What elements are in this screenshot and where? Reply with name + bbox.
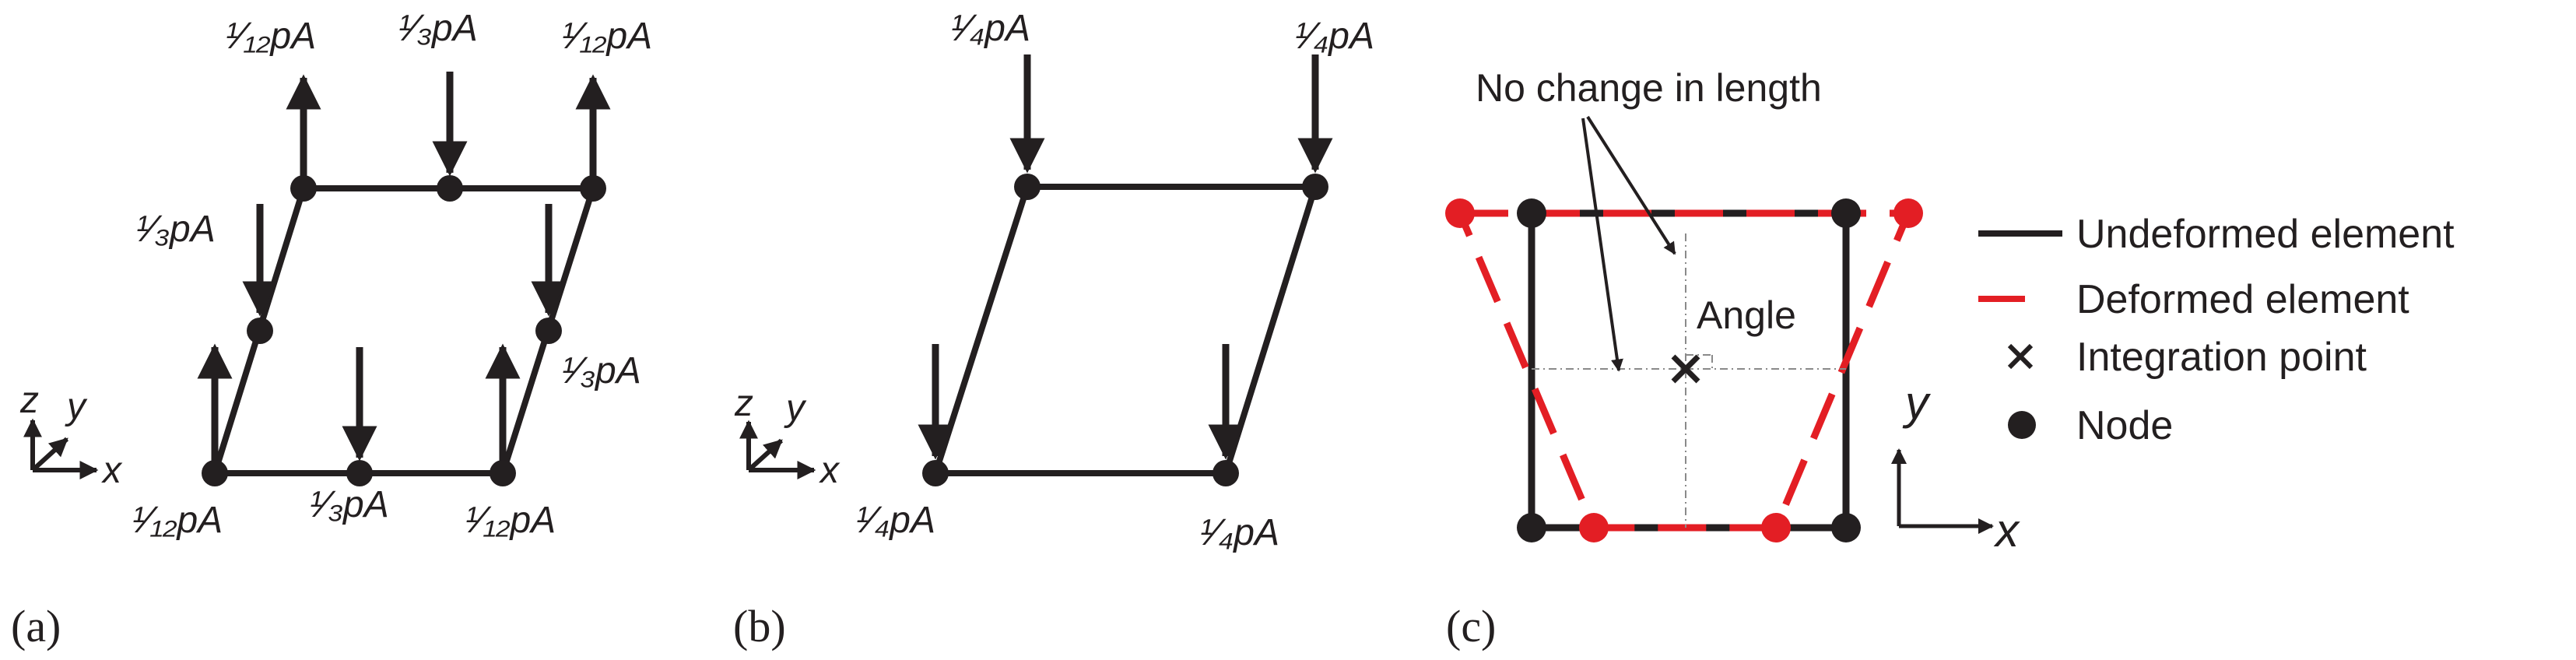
node — [1517, 198, 1546, 228]
panel-b: ¹⁄₄pA ¹⁄₄pA ¹⁄₄pA ¹⁄₄pA z y x (b) — [733, 8, 1374, 651]
legend-label-undeformed: Undeformed element — [2076, 212, 2455, 257]
nodes-c — [1445, 198, 1923, 542]
node — [1831, 513, 1861, 542]
legend-label-node: Node — [2076, 403, 2173, 448]
axis-label-z: z — [19, 380, 39, 421]
deformed-node — [1579, 513, 1609, 542]
deformed-node — [1893, 198, 1923, 228]
integration-point — [1671, 354, 1700, 384]
load-label-top-left: ¹⁄₄pA — [951, 8, 1030, 49]
load-label-top-mid: ¹⁄₃pA — [398, 8, 478, 49]
node — [922, 460, 949, 486]
load-label-bottom-mid: ¹⁄₃pA — [310, 484, 389, 525]
legend-label-deformed: Deformed element — [2076, 277, 2409, 322]
axis-label-y: y — [784, 388, 807, 429]
panel-label-c: (c) — [1446, 601, 1496, 651]
loads-a — [197, 72, 611, 465]
load-label-bottom-left: ¹⁄₁₂pA — [132, 500, 223, 541]
node — [535, 318, 562, 344]
deformed-node — [1761, 513, 1791, 542]
load-label-bottom-right: ¹⁄₁₂pA — [465, 500, 556, 541]
annotation-arrows — [1581, 115, 1676, 372]
annotation-arrow-to-top-edge — [1586, 115, 1676, 255]
node — [346, 460, 373, 486]
node — [1014, 174, 1041, 200]
axis-triad-a — [23, 418, 99, 479]
panel-a: ¹⁄₁₂pA ¹⁄₃pA ¹⁄₁₂pA ¹⁄₃pA ¹⁄₃pA ¹⁄₁₂pA ¹… — [11, 8, 652, 651]
node — [290, 175, 317, 202]
nodes-b — [922, 174, 1328, 486]
node — [1302, 174, 1328, 200]
annotation-no-change-length: No change in length — [1476, 66, 1822, 110]
axis-y-arrow — [746, 438, 784, 472]
annotation-arrow-to-center-line — [1581, 118, 1623, 372]
deformed-node — [1445, 198, 1475, 228]
legend-swatch-node — [2008, 411, 2036, 439]
axis-label-x: x — [819, 450, 841, 491]
load-label-bottom-left: ¹⁄₄pA — [856, 500, 935, 541]
integration-point-stroke-2 — [1671, 354, 1700, 384]
axis-label-y: y — [1902, 377, 1932, 429]
axis-label-x: x — [101, 450, 123, 491]
node — [1831, 198, 1861, 228]
load-label-top-left: ¹⁄₁₂pA — [226, 16, 316, 57]
load-label-mid-left: ¹⁄₃pA — [136, 209, 216, 250]
legend-label-integration: Integration point — [2076, 335, 2367, 380]
axis-label-y: y — [65, 386, 88, 427]
axis-label-z: z — [734, 383, 753, 424]
node — [490, 460, 516, 486]
element-b-outline — [931, 184, 1320, 476]
node — [1517, 513, 1546, 542]
axis-triad-b — [739, 420, 816, 479]
annotation-angle: Angle — [1697, 293, 1796, 337]
nodes-a — [202, 175, 606, 486]
legend: Undeformed element Deformed element Inte… — [1978, 212, 2455, 448]
axis-y-arrow — [30, 437, 69, 472]
node — [437, 175, 463, 202]
loads-b — [918, 54, 1333, 460]
node — [247, 318, 273, 344]
axis-xy-c — [1891, 448, 1994, 534]
panel-label-a: (a) — [11, 601, 61, 651]
panel-c: No change in length Angle y x Undeformed… — [1445, 66, 2455, 651]
load-label-mid-right: ¹⁄₃pA — [562, 350, 641, 391]
element-b — [931, 184, 1320, 476]
load-label-top-right: ¹⁄₁₂pA — [562, 16, 652, 57]
panel-label-b: (b) — [733, 601, 786, 651]
axis-label-x: x — [1993, 504, 2020, 556]
node — [580, 175, 606, 202]
legend-swatch-integration — [2007, 343, 2034, 370]
node — [202, 460, 228, 486]
node — [1213, 460, 1239, 486]
load-label-top-right: ¹⁄₄pA — [1295, 16, 1374, 57]
load-label-bottom-right: ¹⁄₄pA — [1200, 512, 1279, 553]
